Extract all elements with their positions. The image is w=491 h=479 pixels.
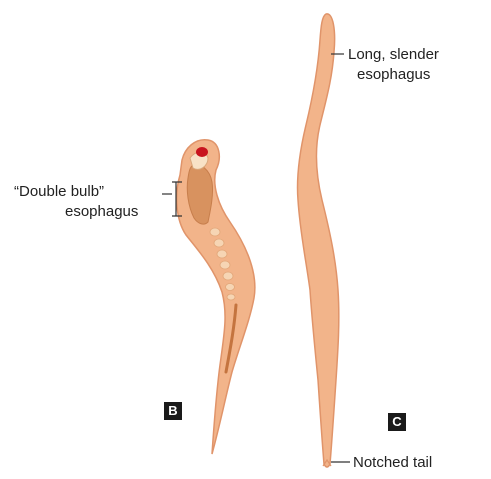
larva-b xyxy=(177,140,255,454)
panel-b-badge: B xyxy=(164,402,182,420)
long-slender-label-line1: Long, slender xyxy=(348,46,439,64)
larva-c-body xyxy=(297,14,338,467)
double-bulb-label-line1: “Double bulb” xyxy=(14,183,104,201)
panel-c-badge: C xyxy=(388,413,406,431)
notched-tail-label: Notched tail xyxy=(353,454,432,472)
double-bulb-label-line2: esophagus xyxy=(65,203,138,221)
larva-c xyxy=(297,14,338,467)
larva-b-red-spot xyxy=(196,147,208,157)
long-slender-label-line2: esophagus xyxy=(357,66,430,84)
